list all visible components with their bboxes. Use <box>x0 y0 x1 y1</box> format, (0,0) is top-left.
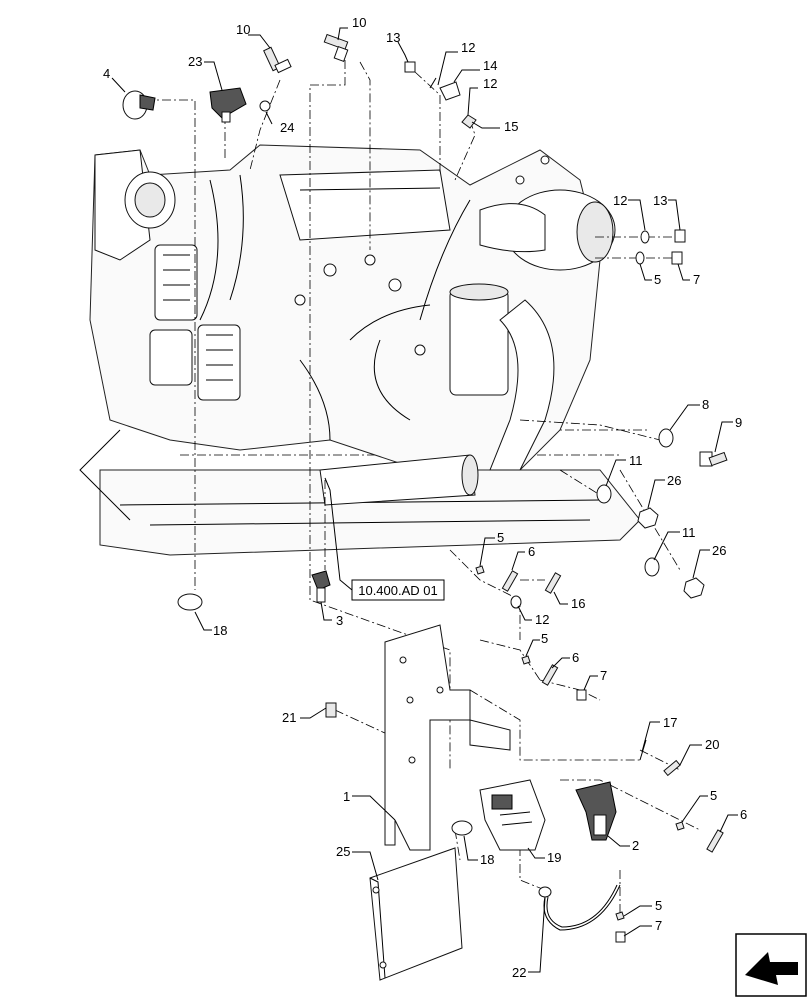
nut-7-bottom <box>615 931 626 943</box>
callout-label: 5 <box>654 272 661 287</box>
callout-label: 26 <box>667 473 681 488</box>
bracket-1 <box>384 624 511 851</box>
nut-7-low <box>576 689 587 701</box>
callout-label: 7 <box>693 272 700 287</box>
callout-leaders <box>111 27 738 973</box>
callout-label: 15 <box>504 119 518 134</box>
clamp-4 <box>122 90 156 120</box>
callout-label: 16 <box>571 596 585 611</box>
callout-label: 5 <box>541 631 548 646</box>
clip-14 <box>439 81 461 101</box>
bolt-15 <box>461 114 477 129</box>
callout-label: 6 <box>528 544 535 559</box>
callout-label: 3 <box>336 613 343 628</box>
nut-26-bottom <box>683 577 705 599</box>
washer-12-right <box>640 230 650 244</box>
callout-label: 20 <box>705 737 719 752</box>
callout-label: 12 <box>483 76 497 91</box>
stud-10-left <box>263 46 292 74</box>
nut-13-right <box>674 229 686 243</box>
reference-box[interactable]: 10.400.AD 01 <box>351 579 445 601</box>
washer-8 <box>658 428 674 448</box>
engine-assembly <box>79 144 650 556</box>
washer-11-bottom <box>644 557 660 577</box>
callout-label: 17 <box>663 715 677 730</box>
bolt-6-right-low <box>706 829 724 853</box>
callout-label: 18 <box>480 852 494 867</box>
callout-label: 5 <box>497 530 504 545</box>
callout-labels: 10 10 13 12 14 12 15 4 23 24 12 13 5 7 8… <box>103 15 747 980</box>
callout-label: 10 <box>352 15 366 30</box>
bolt-6-low <box>541 664 559 686</box>
nut-26-top <box>637 507 659 529</box>
oring-24 <box>259 100 271 112</box>
relay-2 <box>575 781 617 841</box>
bolt-16 <box>544 572 562 594</box>
plate-25 <box>369 847 463 981</box>
callout-label: 13 <box>386 30 400 45</box>
callout-label: 7 <box>655 918 662 933</box>
callout-label: 11 <box>682 525 696 540</box>
callout-label: 12 <box>461 40 475 55</box>
washer-5-bottom <box>615 911 625 921</box>
callout-label: 12 <box>613 193 627 208</box>
callout-label: 26 <box>712 543 726 558</box>
bolt-9 <box>699 451 728 467</box>
orientation-arrow-icon <box>735 933 807 997</box>
callout-label: 13 <box>653 193 667 208</box>
callout-label: 24 <box>280 120 294 135</box>
callout-label: 10 <box>236 22 250 37</box>
callout-label: 21 <box>282 710 296 725</box>
callout-label: 14 <box>483 58 497 73</box>
washer-12-mid <box>510 595 522 609</box>
washer-5-right-low <box>675 821 685 831</box>
sensor-3 <box>311 570 331 603</box>
callout-label: 6 <box>740 807 747 822</box>
stud-10-right <box>323 33 349 62</box>
reference-box-text: 10.400.AD 01 <box>358 583 438 598</box>
washer-11-top <box>596 484 612 504</box>
callout-label: 9 <box>735 415 742 430</box>
cable-22 <box>538 884 621 931</box>
clamp-18-top <box>177 593 203 611</box>
callout-label: 8 <box>702 397 709 412</box>
callout-label: 1 <box>343 789 350 804</box>
washer-5-mid <box>475 565 485 575</box>
sensor-23 <box>209 87 247 123</box>
callout-label: 23 <box>188 54 202 69</box>
callout-label: 5 <box>710 788 717 803</box>
screw-21 <box>325 702 337 718</box>
callout-label: 6 <box>572 650 579 665</box>
washer-5-low <box>521 655 531 665</box>
callout-label: 2 <box>632 838 639 853</box>
callout-label: 4 <box>103 66 110 81</box>
nut-7-right <box>671 251 683 265</box>
washer-5-right <box>635 251 645 265</box>
bolt-20 <box>663 759 681 777</box>
loose-parts <box>122 33 728 981</box>
callout-label: 11 <box>629 453 643 468</box>
clamp-18-bottom <box>451 820 473 836</box>
callout-label: 12 <box>535 612 549 627</box>
callout-label: 22 <box>512 965 526 980</box>
callout-label: 19 <box>547 850 561 865</box>
module-19 <box>479 779 546 851</box>
callout-label: 18 <box>213 623 227 638</box>
callout-label: 5 <box>655 898 662 913</box>
nut-13-top <box>404 61 416 73</box>
callout-label: 7 <box>600 668 607 683</box>
callout-label: 25 <box>336 844 350 859</box>
bolt-6-mid <box>501 570 519 592</box>
